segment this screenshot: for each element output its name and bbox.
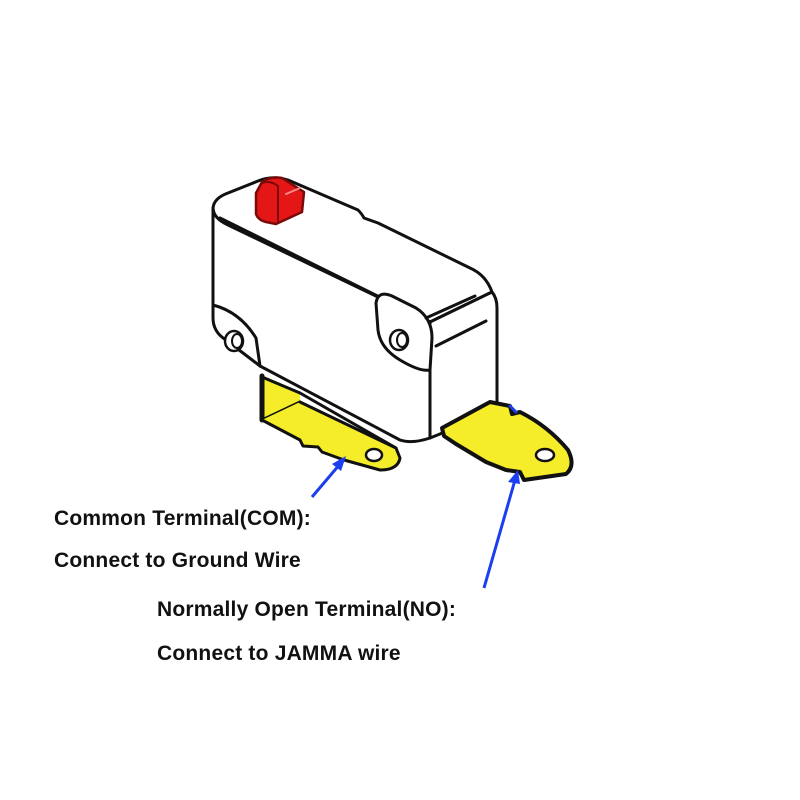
- actuator-button: [254, 176, 306, 226]
- no-terminal-description: Connect to JAMMA wire: [157, 642, 401, 665]
- com-terminal: [259, 373, 402, 472]
- switch-body: [211, 176, 499, 444]
- com-terminal-title: Common Terminal(COM):: [54, 507, 311, 530]
- mount-hole-right: [388, 328, 410, 352]
- no-terminal-title: Normally Open Terminal(NO):: [157, 598, 457, 621]
- com-terminal-description: Connect to Ground Wire: [54, 549, 301, 572]
- no-arrow: [482, 470, 520, 589]
- no-terminal: [440, 400, 574, 482]
- mount-hole-left: [223, 329, 245, 353]
- com-arrow: [310, 456, 346, 498]
